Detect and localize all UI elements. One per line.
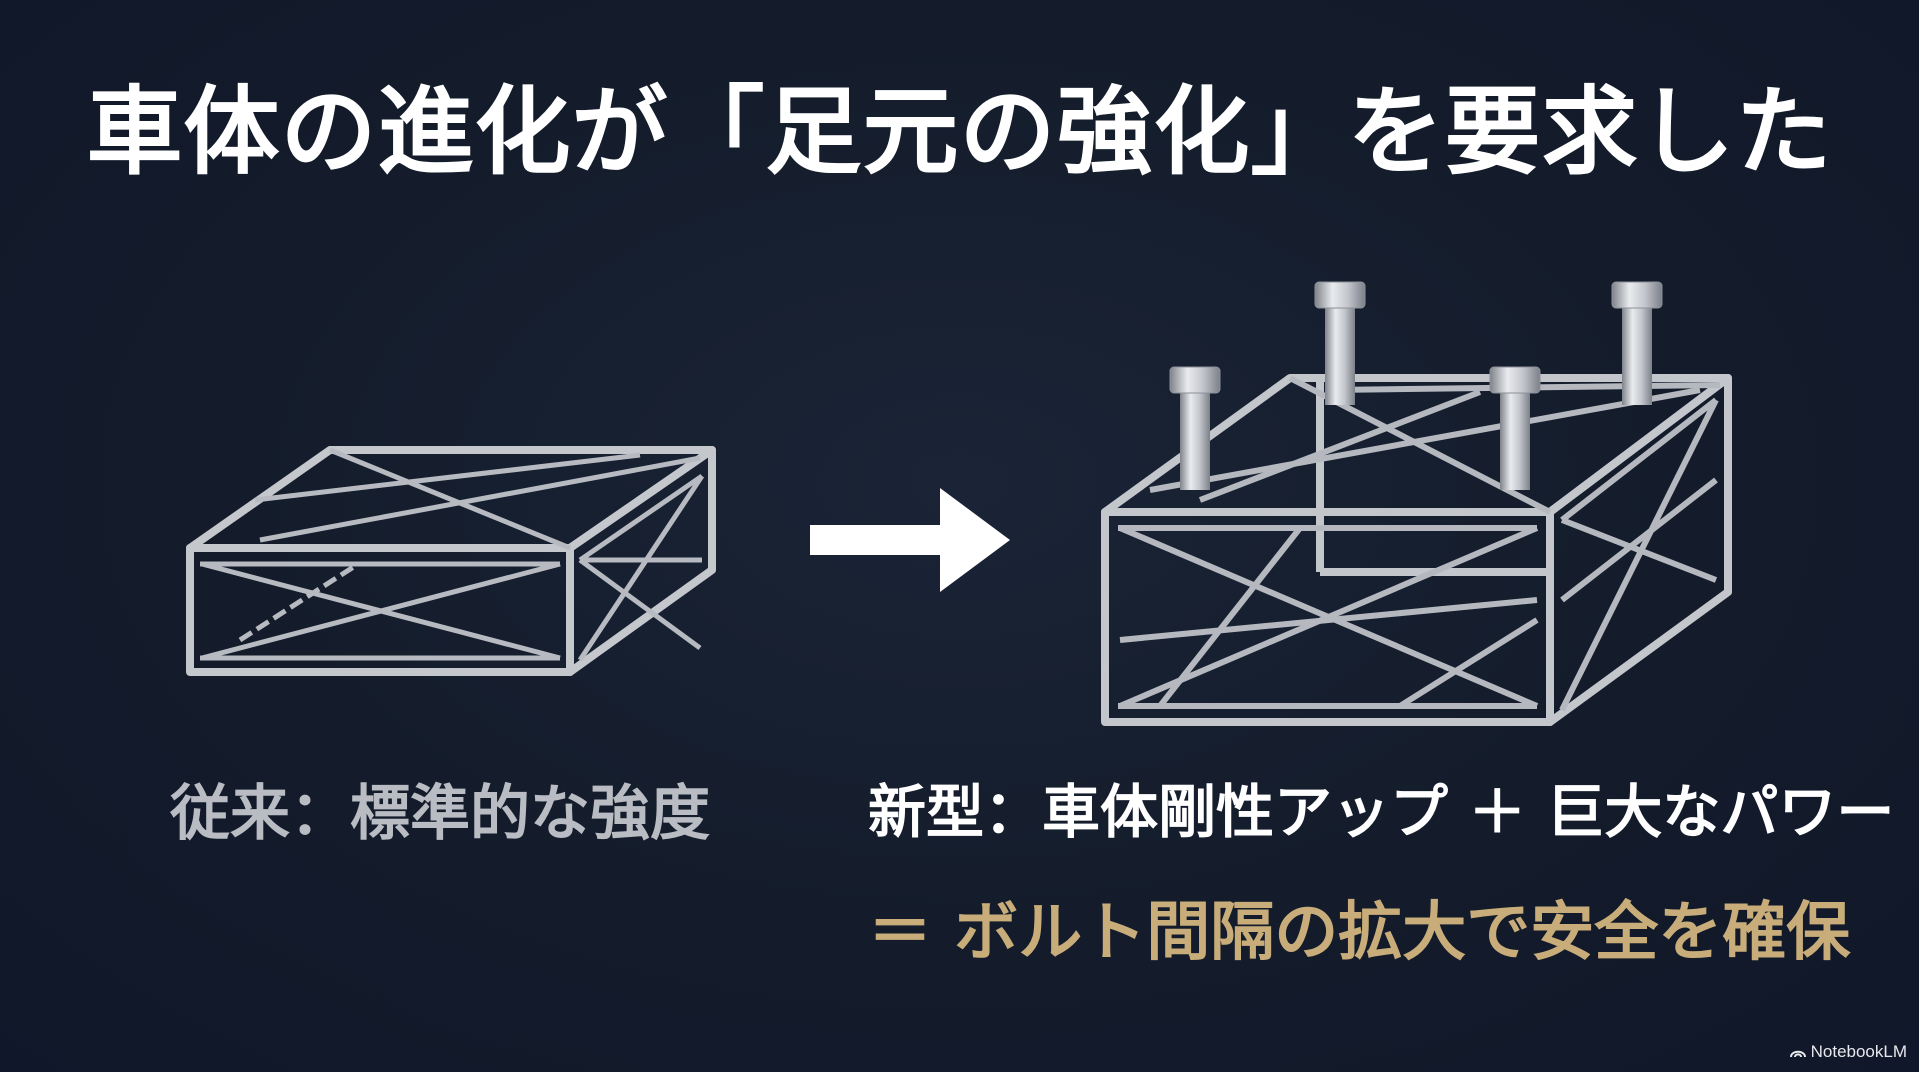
left-caption: 従来：標準的な強度: [170, 779, 710, 849]
brand-name: NotebookLM: [1810, 1042, 1907, 1061]
old-frame-icon: [186, 331, 716, 676]
result-caption: ＝ ボルト間隔の拡大で安全を確保: [868, 896, 1851, 970]
brand-watermark: NotebookLM: [1789, 1042, 1907, 1062]
old-box-frame: [186, 446, 716, 676]
right-arrow-icon: [810, 488, 1010, 592]
right-caption: 新型：車体剛性アップ ＋ 巨大なパワー: [868, 778, 1895, 846]
thick-bolt: [1489, 366, 1541, 490]
old-box-braces: [200, 447, 705, 662]
thick-bolt: [1169, 366, 1221, 490]
new-box-frame: [1101, 374, 1732, 726]
thick-bolt: [1611, 281, 1663, 405]
notebooklm-logo-icon: [1789, 1050, 1806, 1058]
new-frame-icon: [1101, 281, 1732, 726]
slide-title: 車体の進化が「足元の強化」を要求した: [86, 76, 1833, 188]
thick-bolts: [1169, 281, 1663, 490]
thick-bolt: [1314, 281, 1366, 405]
